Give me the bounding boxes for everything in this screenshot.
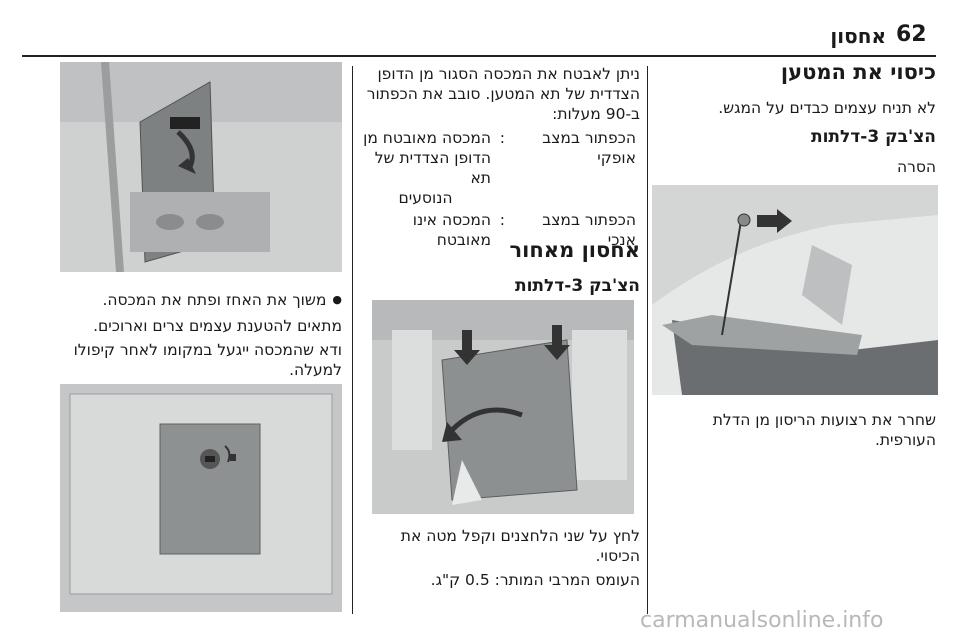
knob-value-line: המכסה אינו מאובטח [412,211,491,249]
knob-key-line: אופקי [597,149,636,167]
watermark: carmanualsonline.info [640,608,884,633]
section-title: אחסון [830,24,886,48]
knob-row-vertical: הכפתור במצב אנכי : המכסה אינו מאובטח [360,210,636,250]
knob-key-line: אנכי [607,231,636,249]
knob-value-line: הדופן הצדדית של תא [374,149,491,187]
storage-lid-illustration [60,62,342,272]
suitable-text: מתאים להטענת עצמים צרים וארוכים. [93,317,342,335]
trunk-cover-drawing [652,185,938,395]
removal-heading: הסרה [896,158,936,176]
column-divider-right [647,66,648,614]
variant-heading: הצ'בק 3-דלתות [810,127,936,147]
pull-handle-bullet: משוך את האחז ופתח את המכסה. [30,290,342,312]
trunk-cover-illustration [652,185,938,395]
ensure-line-1: ודא שהמכסה ייגעל במקומו לאחר קיפולו [73,341,342,359]
secure-para-line-2: הצדדית של תא המטען. סובב את הכפתור [366,85,640,103]
rear-storage-variant: הצ'בק 3-דלתות [514,276,640,296]
table-colon: : [499,211,505,229]
locked-lid-illustration [60,384,342,612]
secure-para-line-1: ניתן לאבטח את המכסה הסגור מן הדופן [377,65,640,83]
knob-value-line: המכסה מאובטח מן [363,129,491,147]
press-line-1: לחץ על שני הלחצנים וקפל מטה את [400,527,640,545]
knob-value: המכסה מאובטח מן הדופן הצדדית של תא הנוסע… [360,128,491,208]
knob-value-line: הנוסעים [398,189,453,207]
header-rule [22,55,936,57]
caption-line-1: שחרר את רצועות הריסון מן הדלת [712,411,936,429]
secure-para-line-3: ב-90 מעלות: [552,105,640,123]
cover-title: כיסוי את המטען [780,60,936,84]
storage-lid-drawing [60,62,342,272]
knob-key-line: הכפתור במצב [542,129,636,147]
knob-row-horizontal: הכפתור במצב אופקי : המכסה מאובטח מן הדופ… [360,128,636,208]
max-load-text: העומס המרבי המותר: 0.5 ק"ג. [430,571,640,589]
rear-storage-drawing [372,300,634,514]
caption-line-2: העורפית. [874,431,936,449]
rear-storage-title: אחסון מאחור [509,238,640,262]
press-line-2: הכיסוי. [595,547,640,565]
cover-intro: לא תניח עצמים כבדים על המגש. [718,99,936,117]
knob-key: הכפתור במצב אופקי [505,128,636,208]
knob-key: הכפתור במצב אנכי [505,210,636,250]
ensure-line-2: למעלה. [289,361,342,379]
locked-lid-drawing [60,384,342,612]
knob-table: הכפתור במצב אופקי : המכסה מאובטח מן הדופ… [360,128,636,250]
table-colon: : [499,129,505,147]
knob-key-line: הכפתור במצב [542,211,636,229]
rear-storage-illustration [372,300,634,514]
page-number: 62 [896,22,927,47]
column-divider-left [352,66,353,614]
knob-value: המכסה אינו מאובטח [360,210,491,250]
